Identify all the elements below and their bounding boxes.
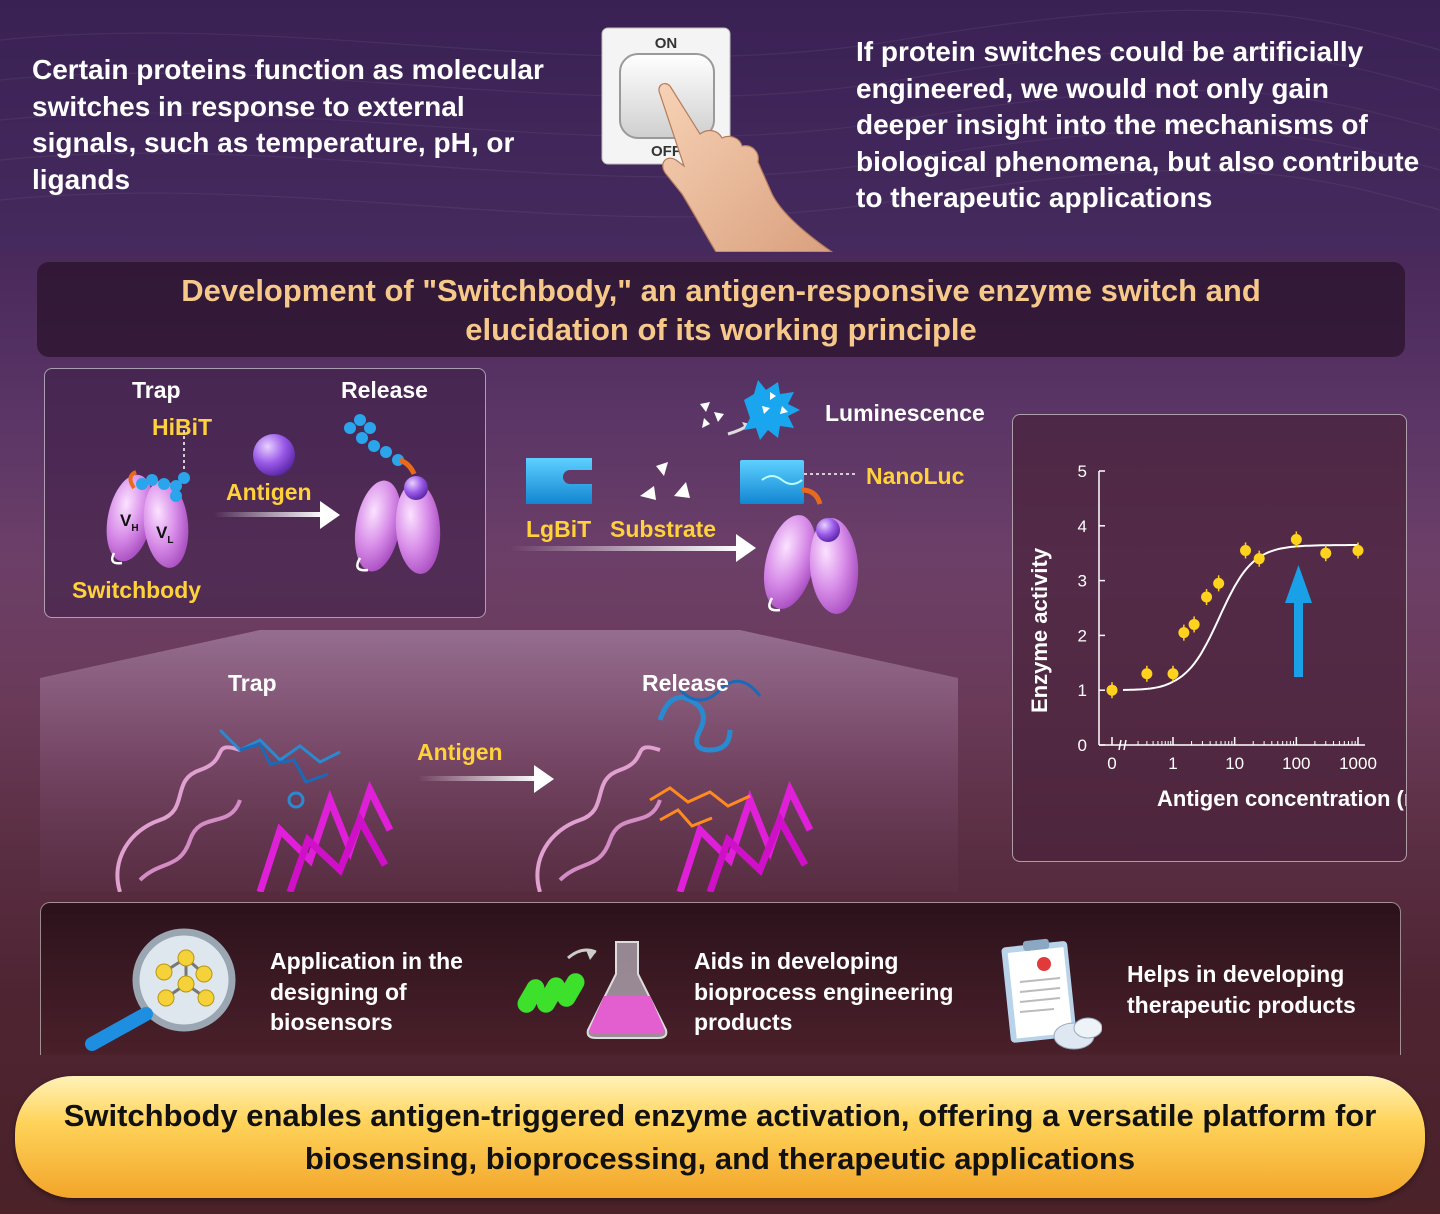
chart-y-tick-label: 4 [1078, 517, 1087, 536]
chart-data-point [1141, 668, 1153, 680]
protein-structure-panel [40, 630, 958, 892]
applications-panel [40, 902, 1401, 1055]
chart-data-point [1253, 553, 1265, 565]
chart-y-tick-label: 0 [1078, 736, 1087, 755]
structure-release-label: Release [642, 670, 729, 696]
antigen-label: Antigen [226, 479, 312, 505]
chart-x-tick-label: 1 [1168, 754, 1177, 773]
lgbit-label: LgBiT [526, 516, 592, 542]
intro-right-text: If protein switches could be artificiall… [856, 36, 1420, 213]
chart-data-point [1213, 577, 1225, 589]
luminescence-burst-icon [744, 380, 800, 440]
chart-data-point [1201, 591, 1213, 603]
release-structure-image [535, 679, 814, 892]
chart-data-point [1352, 544, 1364, 556]
app-biosensors-text: Application in the designing of biosenso… [270, 948, 463, 1035]
trap-to-release-arrow [320, 501, 340, 529]
chart-ylabel: Enzyme activity [1027, 547, 1052, 713]
magnifier-molecule-icon [85, 928, 236, 1051]
conclusion-text: Switchbody enables antigen-triggered enz… [63, 1098, 1377, 1176]
switchbody-label: Switchbody [72, 577, 202, 603]
chart-y-tick-label: 1 [1078, 681, 1087, 700]
chart-panel: 0 1 2 3 4 5 0 1 10 100 1000 Antigen concentration … [1012, 414, 1440, 862]
structure-antigen-label: Antigen [417, 739, 503, 765]
light-switch-hand-icon: ON OFF [601, 27, 834, 252]
vh-label: VH [120, 511, 139, 534]
wave-lines-decoration [0, 9, 1440, 218]
chart-data-point [1290, 534, 1302, 545]
structure-arrow [534, 765, 554, 793]
lgbit-icon [526, 458, 592, 504]
chart-y-tick-label: 2 [1078, 626, 1087, 645]
app-bioprocess-text: Aids in developing bioprocess engineerin… [694, 948, 954, 1035]
nanoluc-label: NanoLuc [866, 463, 965, 489]
clipboard-pills-icon [1001, 938, 1102, 1050]
trap-label: Trap [132, 377, 181, 403]
conclusion-banner: Switchbody enables antigen-triggered enz… [15, 1076, 1425, 1198]
chart-x-tick-label: 0 [1107, 754, 1116, 773]
chart-x-tick-label: 1000 [1339, 754, 1377, 773]
app-therapeutics-text: Helps in developing therapeutic products [1127, 961, 1356, 1018]
chart-data-point [1167, 668, 1179, 680]
chart-x-tick-label: 10 [1225, 754, 1244, 773]
chart-data-point [1320, 547, 1332, 559]
chart-y-tick-label: 5 [1078, 462, 1087, 481]
trap-structure-image [115, 728, 394, 892]
chart-y-tick-label: 3 [1078, 572, 1087, 591]
substrate-icon [640, 462, 690, 500]
chart-fit-curve [1122, 544, 1358, 691]
chart-xlabel: Antigen concentration (nM) [1157, 786, 1406, 811]
enzyme-activity-chart: 0 1 2 3 4 5 0 1 10 100 1000 Antigen concentration … [1027, 462, 1440, 811]
chart-axis-break [1123, 739, 1127, 751]
page-title: Development of "Switchbody," an antigen-… [181, 272, 1261, 347]
antigen-ball-icon [253, 434, 295, 476]
structure-trap-label: Trap [228, 670, 277, 696]
chart-increase-arrowhead [1285, 565, 1312, 603]
chart-data-point [1178, 627, 1190, 639]
intro-left-text: Certain proteins function as molecular s… [32, 54, 544, 195]
switch-off-label: OFF [651, 143, 681, 160]
switch-on-label: ON [655, 35, 678, 52]
chart-axis-break [1118, 739, 1122, 751]
chart-data-point [1106, 684, 1118, 696]
top-band: Certain proteins function as molecular s… [0, 0, 1440, 252]
switchbody-cartoon: VH VL [106, 414, 441, 574]
chart-data-point [1188, 618, 1200, 630]
chart-data-point [1240, 544, 1252, 556]
hibit-label: HiBiT [152, 414, 213, 440]
vl-label: VL [156, 523, 173, 546]
substrate-label: Substrate [610, 516, 717, 542]
bacteria-flask-icon [517, 941, 668, 1039]
nanoluc-icon [740, 460, 804, 504]
title-banner: Development of "Switchbody," an antigen-… [37, 262, 1405, 357]
release-label: Release [341, 377, 428, 403]
nanoluc-cartoon [510, 380, 859, 614]
chart-x-tick-label: 100 [1282, 754, 1310, 773]
luminescence-label: Luminescence [825, 400, 985, 426]
hibit-peptide-icon [136, 472, 190, 502]
chart-increase-arrow [1294, 601, 1303, 677]
